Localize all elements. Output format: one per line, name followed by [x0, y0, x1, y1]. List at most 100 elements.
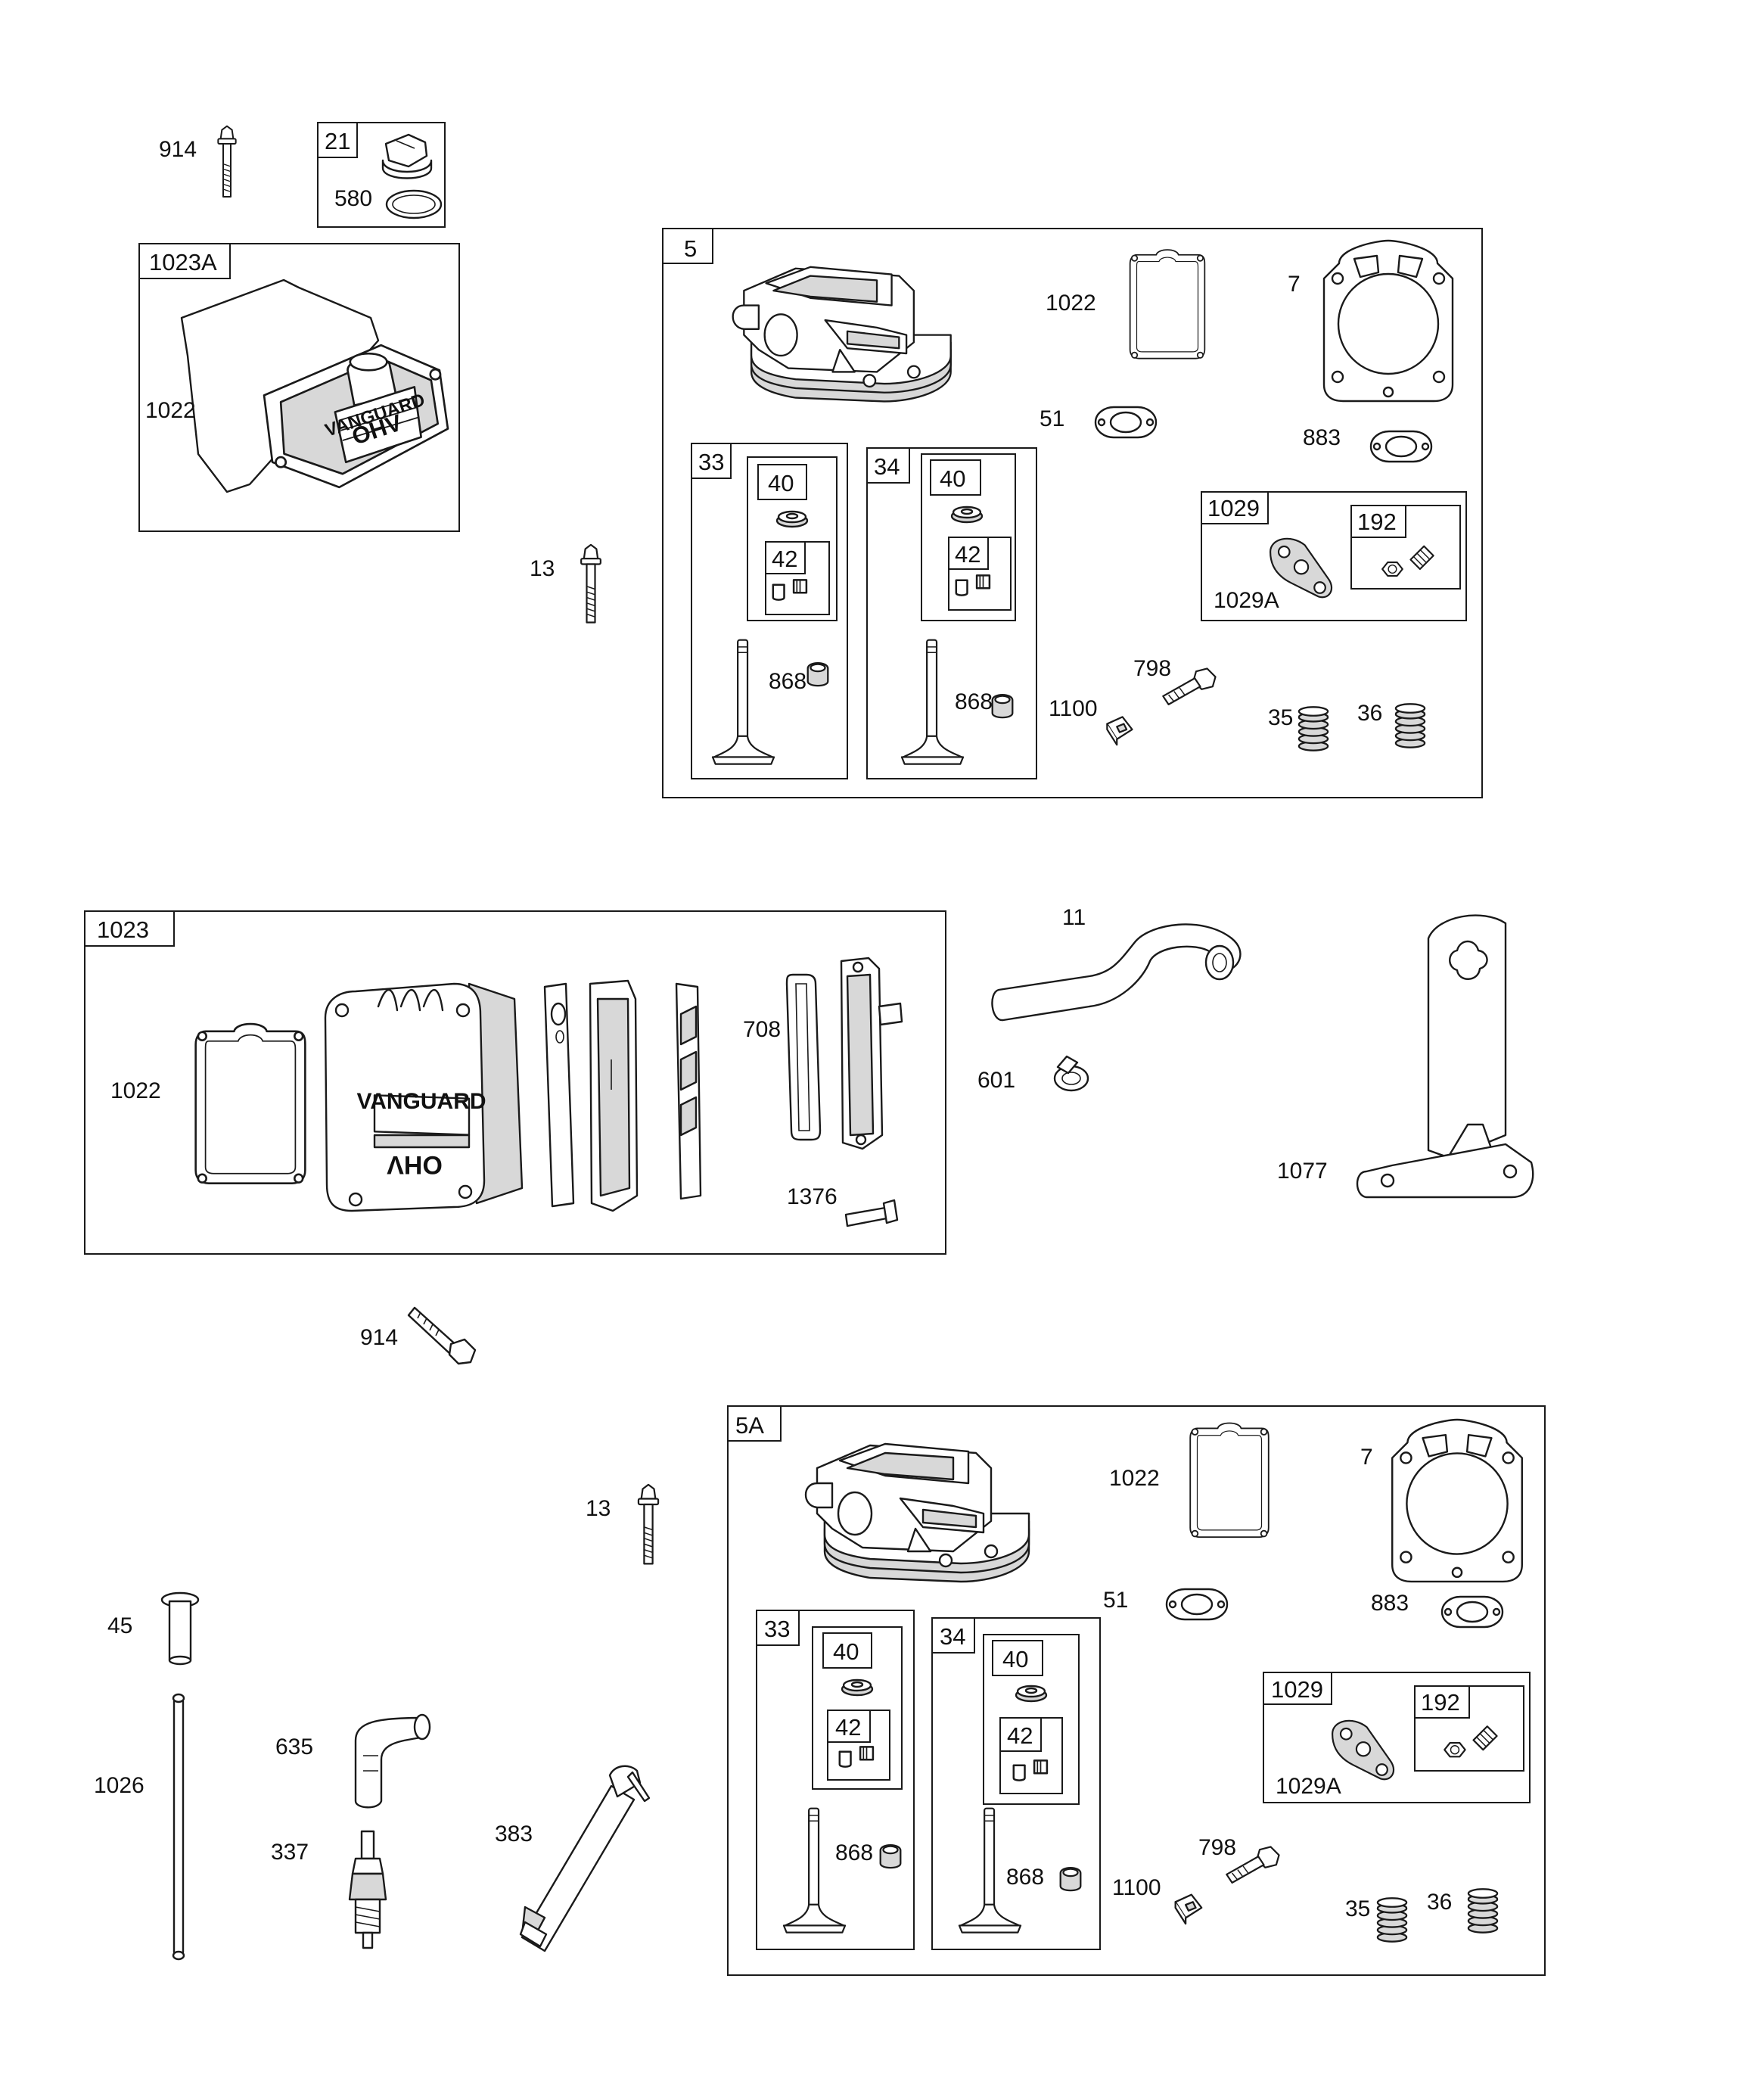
- part-21-oil-cap: [381, 133, 433, 179]
- part-breather-plate: [543, 982, 575, 1208]
- part-635-spark-boot: [354, 1713, 431, 1809]
- part-35-spring-top: [1297, 706, 1329, 751]
- part-192-nut-stud-bot: [1444, 1725, 1498, 1758]
- group-34-top-label: 34: [874, 453, 900, 480]
- group-1023-box: 1023 1022 VANGUARD OHV 708: [84, 910, 946, 1255]
- group-192-bot-label: 192: [1421, 1689, 1460, 1716]
- group-1029-bot-label: 1029: [1271, 1676, 1323, 1703]
- callout-7-top: 7: [1288, 272, 1301, 297]
- group-1029-bot-box: 1029 192 1029A: [1263, 1672, 1531, 1803]
- part-1100-clip-bot: [1174, 1893, 1203, 1925]
- part-868-seal-34-bot: [1059, 1866, 1082, 1892]
- group-40-in-34-bot-label: 40: [1002, 1646, 1028, 1672]
- callout-868-34-bot: 868: [1006, 1865, 1044, 1890]
- callout-635: 635: [275, 1734, 313, 1759]
- group-1029-top-label: 1029: [1207, 495, 1260, 521]
- part-883-gasket-top: [1369, 430, 1433, 463]
- group-21-box: 21 580: [317, 122, 446, 228]
- group-1023A-box: 1023A 1022: [138, 243, 460, 532]
- part-1026-pushrod: [172, 1693, 185, 1961]
- group-33-top-tag: [691, 443, 732, 479]
- part-914-top: [217, 125, 237, 198]
- callout-601: 601: [977, 1068, 1015, 1093]
- callout-580: 580: [334, 186, 372, 211]
- group-34-bot-label: 34: [940, 1623, 965, 1650]
- group-5A-tag: [727, 1405, 782, 1442]
- part-reed-plate: [675, 982, 702, 1200]
- group-5-tag: [662, 228, 713, 264]
- group-1029-bot-tag: [1263, 1672, 1332, 1705]
- group-1029-top-box: 1029 192 1029A: [1201, 491, 1467, 621]
- callout-1100-bot: 1100: [1112, 1875, 1161, 1900]
- part-5A-cylinder-head: [804, 1442, 1030, 1583]
- callout-337: 337: [271, 1840, 309, 1865]
- callout-883-top: 883: [1303, 425, 1341, 450]
- callout-383: 383: [495, 1822, 533, 1846]
- part-883-gasket-bot: [1440, 1595, 1504, 1629]
- part-1022-rocker-gasket-top: [1129, 248, 1206, 359]
- group-5-box: 5 1022 7 51 883 33 40 42 868: [662, 228, 1483, 798]
- callout-35-bot: 35: [1345, 1896, 1370, 1921]
- part-1022-rocker-gasket-bot: [1189, 1422, 1270, 1538]
- callout-13-bot: 13: [586, 1496, 611, 1521]
- part-51-gasket-bot: [1165, 1588, 1229, 1621]
- group-34-bot-tag: [931, 1617, 975, 1654]
- part-1077-bracket: [1356, 914, 1534, 1199]
- callout-7-bot: 7: [1360, 1445, 1373, 1470]
- part-1100-clip-top: [1106, 716, 1133, 746]
- group-42-in-34-bot-label: 42: [1007, 1722, 1033, 1749]
- callout-868-34-top: 868: [955, 689, 993, 714]
- callout-868-33-top: 868: [769, 669, 806, 694]
- group-33-top-label: 33: [698, 449, 724, 475]
- group-40-in-33-bot-tag: [822, 1632, 872, 1669]
- callout-708: 708: [743, 1017, 781, 1042]
- part-1029A-rocker-arm-bot: [1332, 1719, 1395, 1781]
- group-34-top-box: 34 40 42 868: [866, 447, 1037, 779]
- callout-13-top: 13: [530, 556, 555, 581]
- part-1376-screw: [844, 1199, 899, 1227]
- part-7-head-gasket-top: [1322, 239, 1454, 403]
- part-36-spring-bot: [1467, 1888, 1499, 1934]
- part-36-spring-top: [1394, 703, 1426, 748]
- part-13-top: [580, 543, 602, 624]
- callout-1022-1023: 1022: [110, 1078, 161, 1103]
- group-42-in-33-bot-tag: [827, 1710, 871, 1743]
- group-1023A-tag: [138, 243, 231, 279]
- group-42-in-33-top-label: 42: [772, 546, 797, 572]
- part-5-cylinder-head: [732, 266, 952, 403]
- part-914-mid: [407, 1306, 477, 1365]
- part-383-ignition-tube: [519, 1765, 651, 1952]
- group-33-top-box: 33 40 42 868: [691, 443, 848, 779]
- part-868-seal-34-top: [991, 693, 1014, 719]
- part-13-bot: [637, 1483, 660, 1565]
- group-42-in-34-top-tag: [948, 537, 989, 570]
- callout-51-bot: 51: [1103, 1588, 1128, 1613]
- part-35-spring-bot: [1376, 1897, 1408, 1943]
- callout-1376: 1376: [787, 1184, 838, 1209]
- part-1022-gasket-1023: [194, 1022, 307, 1185]
- group-34-bot-box: 34 40 42 868: [931, 1617, 1101, 1950]
- group-1029-top-tag: [1201, 491, 1269, 524]
- group-40-in-34-top-tag: [930, 459, 981, 496]
- callout-11: 11: [1062, 905, 1086, 930]
- callout-1022-1023A: 1022: [145, 398, 196, 423]
- group-21-tag: [317, 122, 358, 158]
- part-868-seal-33-bot: [879, 1843, 902, 1869]
- group-40-in-34-bot-tag: [992, 1640, 1043, 1676]
- callout-868-33-bot: 868: [835, 1840, 873, 1865]
- part-breather-cover: [840, 957, 903, 1150]
- part-580-oring: [385, 189, 443, 219]
- callout-35-top: 35: [1268, 705, 1293, 730]
- callout-883-bot: 883: [1371, 1591, 1409, 1616]
- group-33-bot-box: 33 40 42 868: [756, 1610, 915, 1950]
- group-40-in-34-top-label: 40: [940, 465, 965, 492]
- group-5A-label: 5A: [735, 1412, 764, 1439]
- group-192-top-label: 192: [1357, 509, 1397, 535]
- part-868-seal-33-top: [806, 661, 829, 687]
- group-42-in-34-bot-tag: [999, 1717, 1042, 1752]
- callout-1026: 1026: [94, 1773, 145, 1798]
- cover-brand-text: VANGUARD: [356, 1089, 486, 1114]
- part-45-lifter: [160, 1591, 200, 1666]
- part-11-breather-tube: [991, 923, 1242, 1022]
- callout-1100-top: 1100: [1049, 696, 1098, 721]
